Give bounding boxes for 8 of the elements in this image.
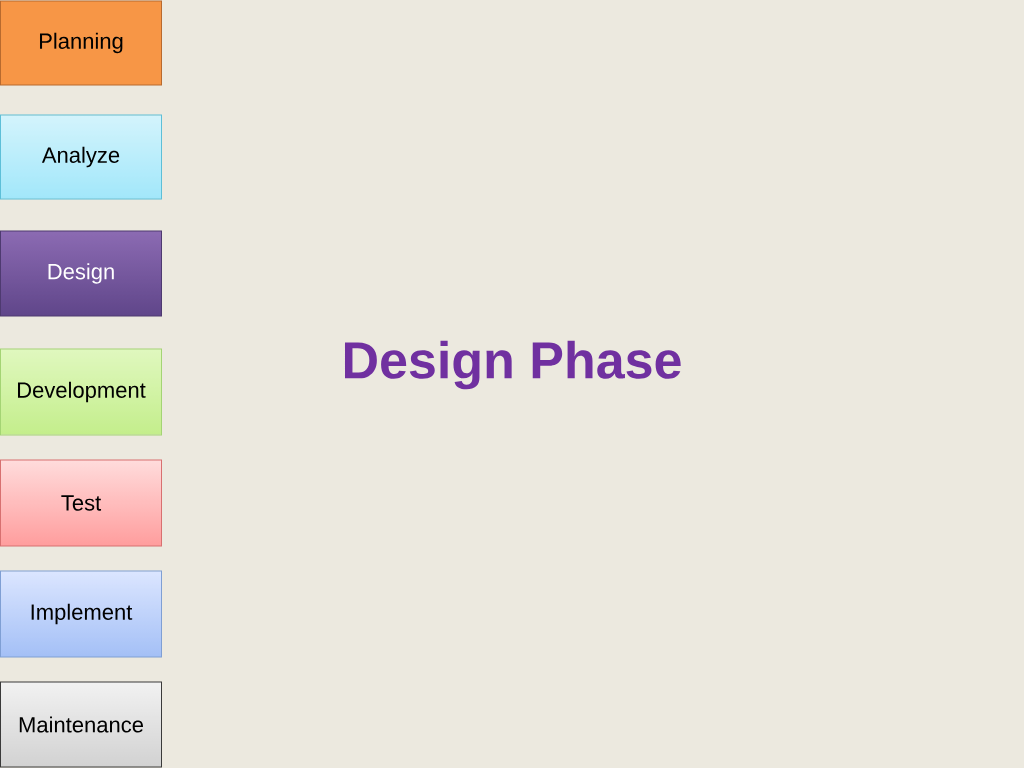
process-box: Development (0, 348, 162, 436)
process-box: Test (0, 459, 162, 547)
process-box: Planning (0, 0, 162, 86)
process-box: Design (0, 230, 162, 317)
process-box: Analyze (0, 114, 162, 200)
process-box: Implement (0, 570, 162, 658)
process-box: Maintenance (0, 681, 162, 768)
title: Design Phase (345, 340, 681, 390)
